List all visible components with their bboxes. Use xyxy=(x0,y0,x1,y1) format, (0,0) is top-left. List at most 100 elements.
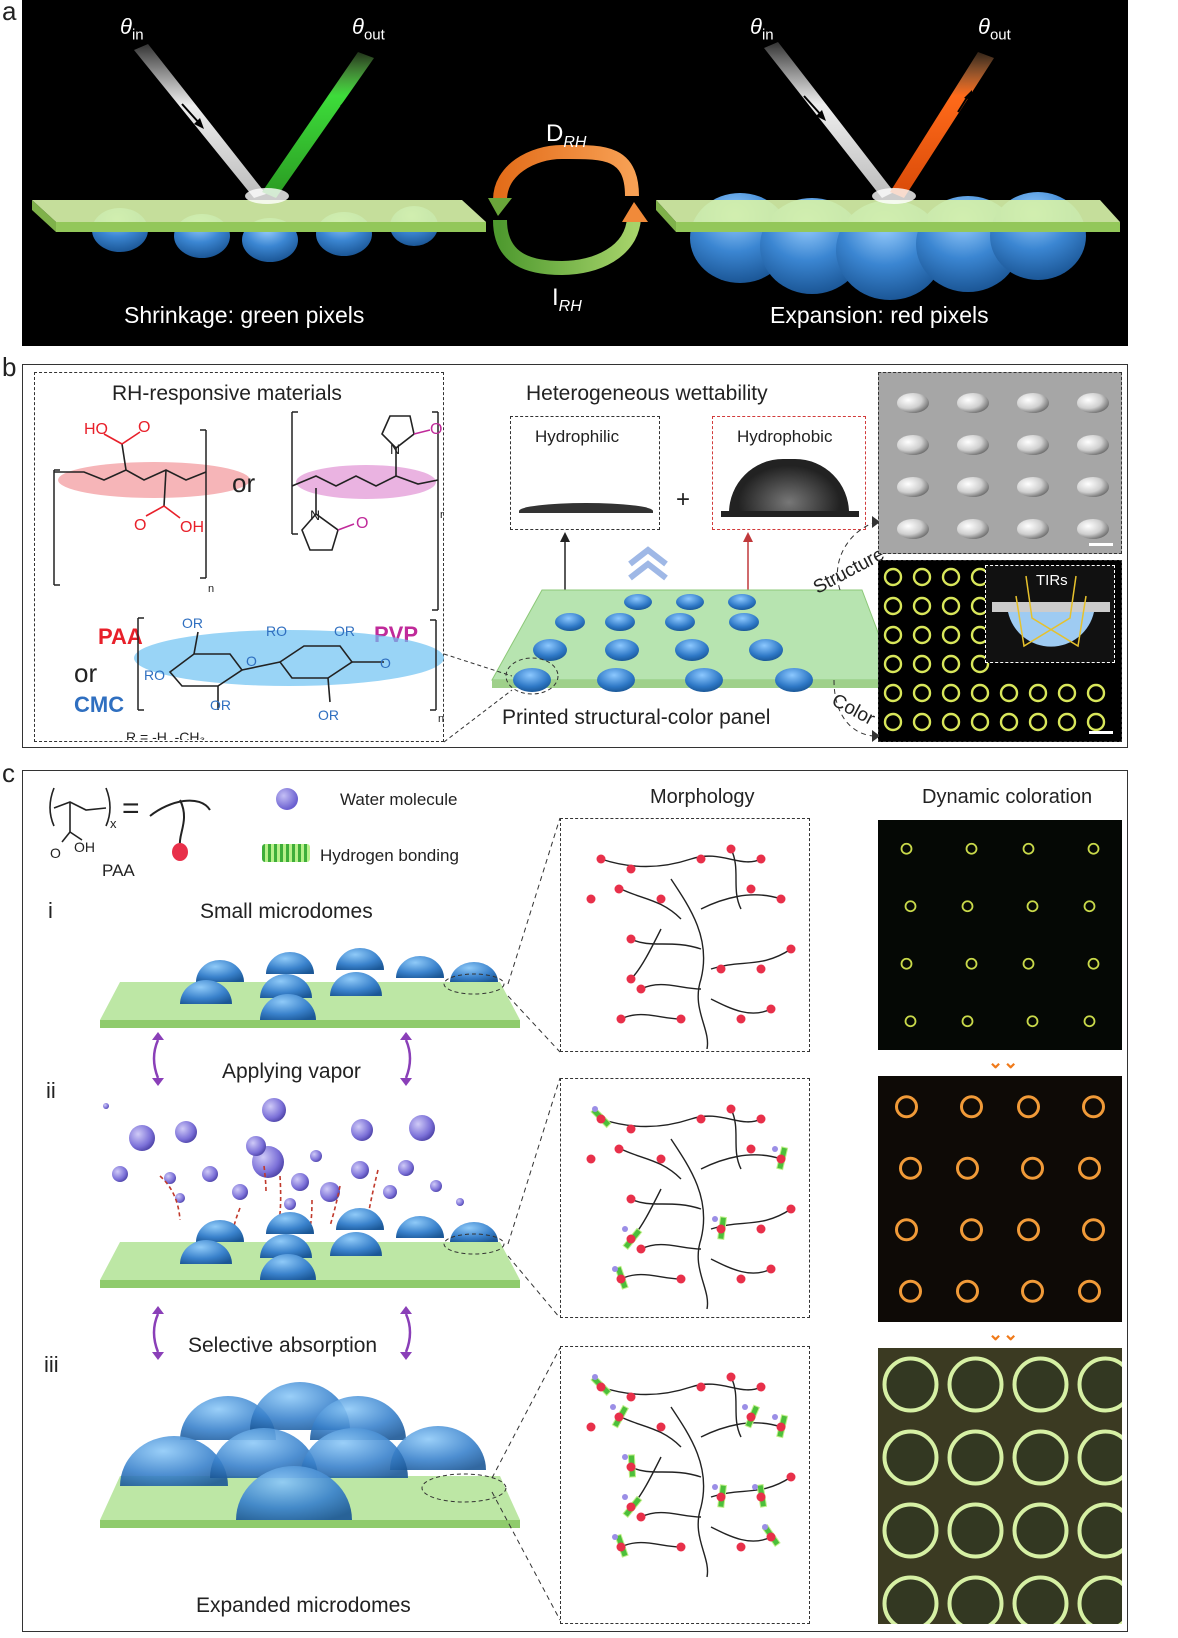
theta-out-right: θout xyxy=(978,14,1011,44)
ring xyxy=(912,567,932,587)
carboxyl-group xyxy=(756,854,766,864)
ring xyxy=(965,957,978,970)
ring xyxy=(1022,957,1035,970)
carboxyl-group xyxy=(736,1542,746,1552)
carboxyl-group xyxy=(726,1104,736,1114)
green-reflected-beam xyxy=(262,52,374,198)
legend-o: O xyxy=(50,845,61,861)
ring xyxy=(947,1502,1004,1559)
absorption-arrows xyxy=(159,1165,379,1229)
carboxyl-group xyxy=(626,864,636,874)
cycle-arrow-bottom xyxy=(493,217,641,276)
ring xyxy=(912,712,932,732)
polymer-chains xyxy=(600,848,792,1050)
pvp-n-bottom: N xyxy=(310,507,320,523)
carboxyl-group xyxy=(636,1512,646,1522)
carboxyl-group xyxy=(656,1154,666,1164)
carboxyl-group xyxy=(616,1014,626,1024)
cmc-ro-2: RO xyxy=(266,623,287,639)
panel-letter-a: a xyxy=(2,0,17,26)
ring xyxy=(941,712,961,732)
r-group: R = -H, -CH₃ xyxy=(126,729,205,740)
ring xyxy=(1078,1279,1101,1303)
carboxyl-group xyxy=(746,1144,756,1154)
ring xyxy=(895,1218,918,1242)
or-2: or xyxy=(74,658,97,688)
carboxyl-group xyxy=(676,1542,686,1552)
carboxyl-group xyxy=(626,1502,636,1512)
ring xyxy=(1026,900,1039,913)
sem-image xyxy=(878,372,1122,554)
ring xyxy=(941,625,961,645)
ring xyxy=(1057,712,1077,732)
pvp-n: n xyxy=(440,509,444,521)
left-slab xyxy=(32,200,486,222)
applying-vapor-label: Applying vapor xyxy=(222,1060,361,1083)
color-optical-image: TIRs xyxy=(878,560,1122,742)
legend-equals: = xyxy=(122,792,140,825)
pvp-n-top: N xyxy=(390,441,400,457)
ring xyxy=(941,683,961,703)
ring xyxy=(904,1015,917,1028)
ring xyxy=(941,654,961,674)
ring xyxy=(912,654,932,674)
morphology-box-iii xyxy=(560,1346,810,1624)
legend-x: x xyxy=(110,816,117,831)
ring xyxy=(999,683,1019,703)
ring xyxy=(883,712,903,732)
carboxyl-group xyxy=(596,1382,606,1392)
ring xyxy=(912,683,932,703)
printed-panel xyxy=(491,532,890,695)
carboxyl-group xyxy=(636,1244,646,1254)
coloration-image-i xyxy=(878,820,1122,1050)
carboxyl-group xyxy=(626,934,636,944)
hydrophilic-film xyxy=(519,503,653,513)
ring xyxy=(883,654,903,674)
ring xyxy=(1082,1218,1105,1242)
carboxyl-group xyxy=(776,1422,786,1432)
ring xyxy=(941,596,961,616)
panel-letter-b: b xyxy=(2,352,17,382)
ring xyxy=(882,1575,939,1624)
ring xyxy=(960,1218,983,1242)
morphology-title: Morphology xyxy=(650,786,755,808)
carboxyl-group xyxy=(626,1194,636,1204)
step-i: i xyxy=(48,898,53,923)
ring xyxy=(956,1156,979,1180)
cmc-label: CMC xyxy=(74,692,124,717)
dynamic-coloration-title: Dynamic coloration xyxy=(922,786,1093,808)
carboxyl-group xyxy=(596,854,606,864)
carboxyl-group xyxy=(596,1114,606,1124)
small-domes-ii xyxy=(180,1208,505,1280)
ring xyxy=(899,1279,922,1303)
panel-a-background: θin θout θin θout DRH IRH Shrinkage: gre… xyxy=(22,0,1128,346)
carboxyl-group xyxy=(716,964,726,974)
incident-beam-right xyxy=(764,42,894,198)
ring xyxy=(883,567,903,587)
panel-a-illustration xyxy=(32,42,1120,300)
materials-title: RH-responsive materials xyxy=(112,382,342,405)
ring xyxy=(882,1502,939,1559)
cmc-ro-1: RO xyxy=(144,667,165,683)
carboxyl-group xyxy=(614,1144,624,1154)
cmc-or-4: OR xyxy=(318,707,339,723)
paa-highlight xyxy=(58,462,250,498)
panel-b-frame xyxy=(22,364,1128,748)
ring xyxy=(1082,1095,1105,1119)
ring xyxy=(1012,1429,1069,1486)
paa-legend: x = O OH PAA xyxy=(49,787,211,880)
structure-color-arrows xyxy=(833,516,880,742)
ring xyxy=(1077,1429,1122,1486)
hydrophobic-label: Hydrophobic xyxy=(737,427,833,446)
water-molecule-label: Water molecule xyxy=(340,790,458,809)
paa-o-top: O xyxy=(138,419,150,436)
ring xyxy=(1087,842,1100,855)
ring xyxy=(941,567,961,587)
ring xyxy=(1077,1575,1122,1624)
cmc-or-3: OR xyxy=(334,623,355,639)
hydrophilic-box: Hydrophilic xyxy=(510,416,660,530)
carboxyl-group xyxy=(736,1014,746,1024)
morphology-box-ii xyxy=(560,1078,810,1318)
carboxyl-group xyxy=(726,844,736,854)
carboxyl-group xyxy=(766,1264,776,1274)
